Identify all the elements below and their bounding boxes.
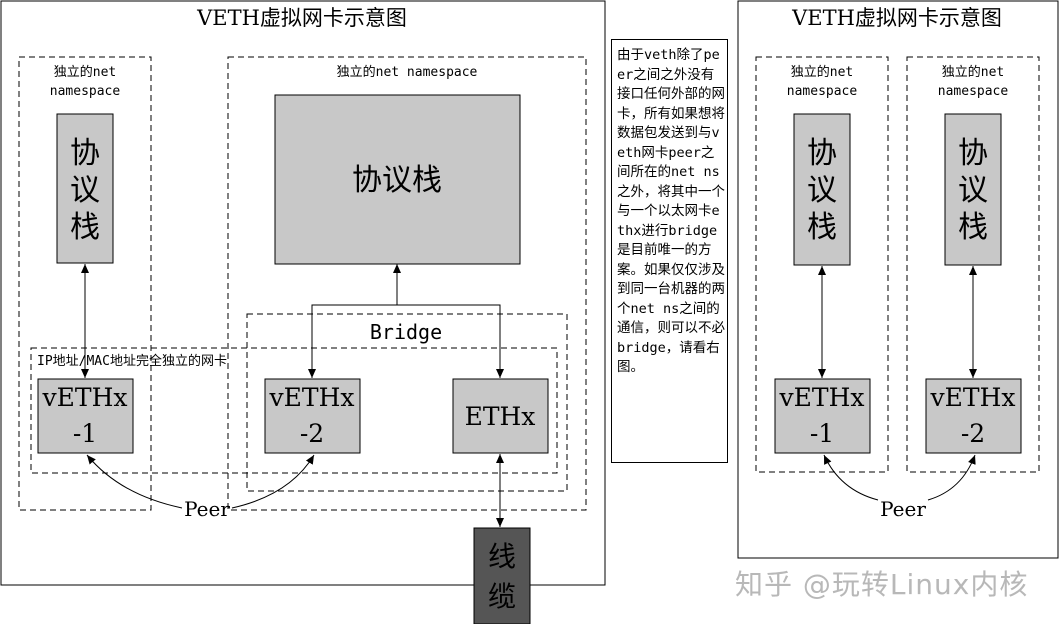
line-bridge-to-eth: [397, 304, 504, 378]
veth2-label-line2: -2: [300, 419, 324, 448]
protocol-stack-large: [274, 94, 521, 265]
right-namespace-1-label-line1: 独立的net: [791, 64, 853, 80]
right-diagram-title: VETH虚拟网卡示意图: [791, 6, 1002, 30]
right-stack-2-char3: 栈: [958, 210, 988, 245]
bridge-box: [246, 313, 568, 492]
veth1-label-line1: vETHx: [42, 383, 128, 412]
veth2-label-line1: vETHx: [269, 383, 355, 412]
cable-label-char2: 缆: [488, 580, 516, 613]
left-diagram-title: VETH虚拟网卡示意图: [196, 6, 407, 30]
right-stack-2-char1: 协: [958, 136, 988, 171]
right-veth2-label-line2: -2: [961, 419, 985, 448]
bridge-label: Bridge: [370, 320, 442, 344]
right-namespace-2-label-line2: namespace: [938, 84, 1009, 99]
protocol-stack-small-char3: 栈: [70, 210, 100, 245]
namespace-small-label-line1: 独立的net: [54, 64, 116, 80]
explanation-note: 由于veth除了peer之间之外没有接口任何外部的网卡，所有如果想将数据包发送到…: [611, 39, 728, 463]
watermark: 知乎 @玩转Linux内核: [735, 568, 1029, 601]
peer-curve-left-veth2: [231, 454, 315, 509]
right-diagram-frame: [737, 0, 1059, 559]
right-veth1-box: [774, 378, 871, 454]
veth2-box: [264, 378, 361, 454]
right-namespace-2-label-line1: 独立的net: [942, 64, 1004, 80]
protocol-stack-small: [56, 113, 114, 264]
veth1-box: [37, 378, 134, 454]
right-namespace-2: [906, 56, 1040, 473]
right-protocol-stack-1: [793, 113, 851, 266]
peer-curve-left-veth1: [86, 454, 183, 509]
namespace-large-label: 独立的net namespace: [337, 64, 478, 80]
right-veth1-label-line1: vETHx: [779, 383, 865, 412]
namespace-large: [227, 56, 587, 511]
eth-box: [452, 378, 549, 454]
protocol-stack-small-char1: 协: [70, 136, 100, 171]
nic-group-label: IP地址/MAC地址完全独立的网卡: [37, 353, 227, 369]
right-veth2-box: [925, 378, 1022, 454]
nic-group-box: [30, 347, 558, 474]
namespace-small-left: [18, 56, 152, 511]
right-namespace-1-label-line2: namespace: [787, 84, 858, 99]
line-bridge-to-veth2: [308, 304, 397, 378]
veth1-label-line2: -1: [73, 419, 97, 448]
eth-label: ETHx: [465, 402, 536, 431]
namespace-small-label-line2: namespace: [50, 84, 121, 99]
right-protocol-stack-2: [944, 113, 1002, 266]
peer-label-left: Peer: [184, 497, 230, 521]
right-peer-label: Peer: [880, 497, 926, 521]
protocol-stack-large-label: 协议栈: [352, 163, 442, 198]
right-stack-2-char2: 议: [958, 173, 988, 208]
protocol-stack-small-char2: 议: [70, 173, 100, 208]
right-stack-1-char1: 协: [807, 136, 837, 171]
right-stack-1-char3: 栈: [807, 210, 837, 245]
right-stack-1-char2: 议: [807, 173, 837, 208]
right-namespace-1: [755, 56, 889, 473]
right-peer-curve-veth2: [927, 454, 976, 501]
right-veth2-label-line1: vETHx: [930, 383, 1016, 412]
right-veth1-label-line2: -1: [810, 419, 834, 448]
right-peer-curve-veth1: [823, 454, 879, 501]
cable-box: [473, 527, 531, 624]
cable-label-char1: 线: [488, 540, 516, 573]
